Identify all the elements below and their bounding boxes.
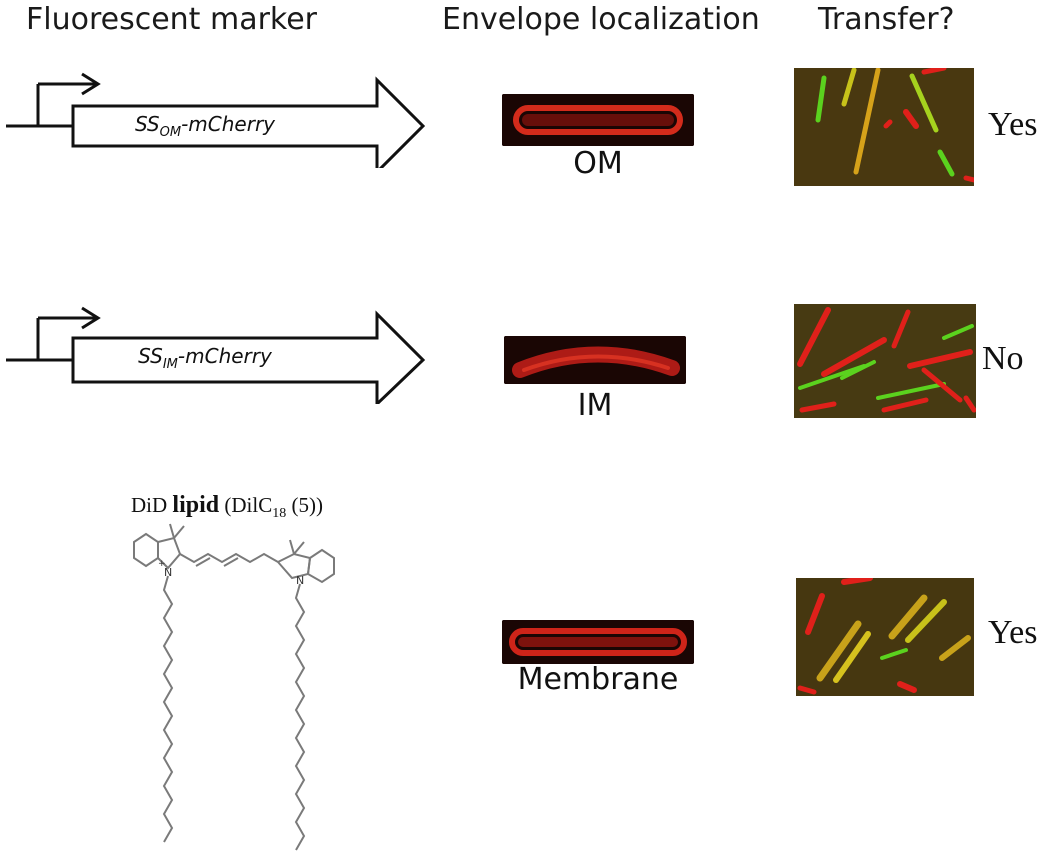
- gene-arrow-diagram: [6, 306, 426, 404]
- im-cell-image: [504, 336, 686, 384]
- nitrogen-atom-left: N: [164, 566, 172, 579]
- nitrogen-atom-right: N: [296, 574, 304, 587]
- gene-arrow-diagram: [6, 72, 426, 168]
- membrane-label: Membrane: [517, 662, 679, 697]
- header-transfer: Transfer?: [818, 2, 955, 37]
- construct-ss-om-mcherry: SSOM-mCherry: [0, 68, 440, 168]
- om-label: OM: [573, 146, 623, 181]
- did-lipid-structure: N + N: [133, 523, 335, 851]
- header-fluorescent-marker: Fluorescent marker: [26, 2, 318, 37]
- header-envelope-localization: Envelope localization: [442, 2, 760, 37]
- lipid-title: DiD lipid (DilC18 (5)): [131, 492, 323, 522]
- construct-ss-im-mcherry: SSIM-mCherry: [0, 304, 440, 404]
- construct-label: SSOM-mCherry: [134, 112, 276, 140]
- om-cell-image: [502, 94, 694, 146]
- im-label: IM: [577, 388, 613, 423]
- transfer-answer-im: No: [982, 340, 1024, 377]
- membrane-cell-image: [502, 620, 694, 664]
- construct-label: SSIM-mCherry: [138, 344, 272, 372]
- positive-charge: +: [158, 559, 166, 569]
- transfer-micrograph-membrane: [796, 578, 974, 696]
- transfer-micrograph-im: [794, 304, 976, 418]
- transfer-micrograph-om: [794, 68, 974, 186]
- transfer-answer-membrane: Yes: [988, 614, 1038, 651]
- transfer-answer-om: Yes: [988, 106, 1038, 143]
